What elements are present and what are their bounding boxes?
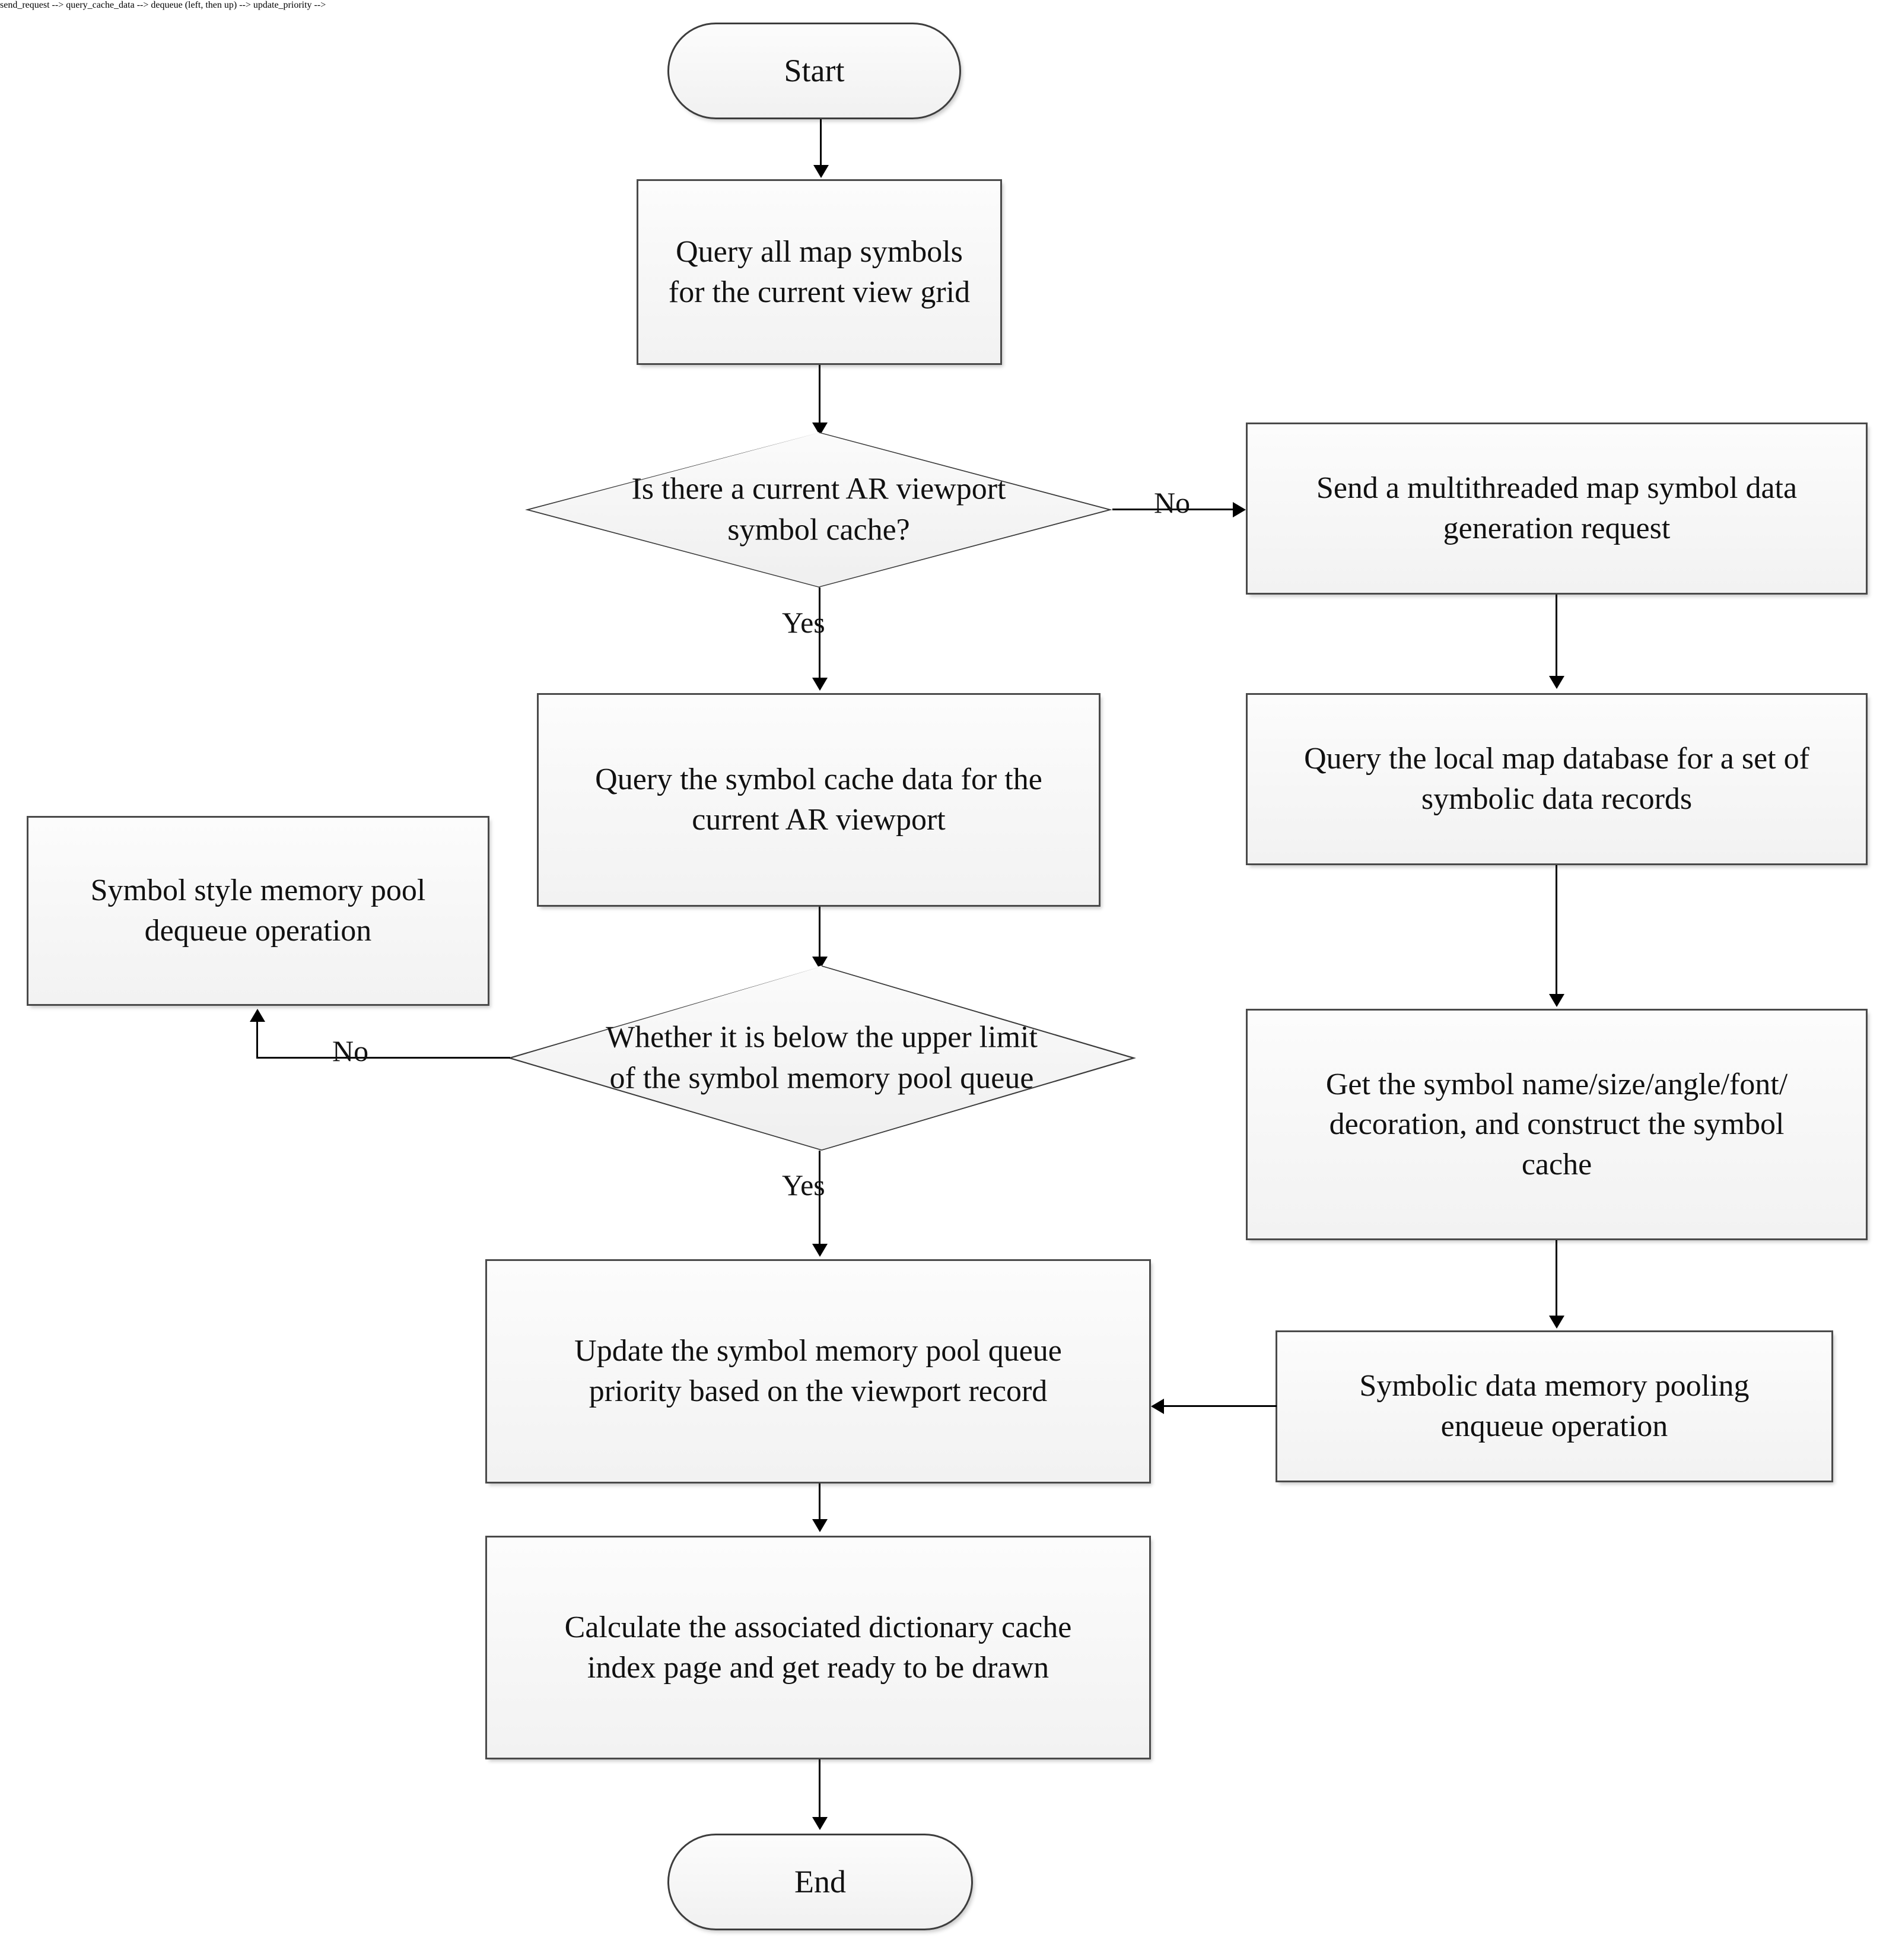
edge-decision-limit-no-horizontal — [256, 1057, 510, 1059]
arrowhead-get-symbol-attrs — [1549, 994, 1564, 1007]
edge-start-to-query — [820, 119, 822, 167]
node-query-local-map-database-line1: Query the local map database for a set o… — [1304, 742, 1809, 776]
node-get-symbol-attributes[interactable]: Get the symbol name/size/angle/font/ dec… — [1246, 1009, 1868, 1240]
node-send-multithreaded-request-line2: generation request — [1443, 512, 1671, 545]
node-query-all-map-symbols-line2: for the current view grid — [668, 275, 971, 309]
edge-decision-limit-no-vertical — [256, 1022, 258, 1059]
node-get-symbol-attributes-line3: cache — [1521, 1147, 1592, 1181]
node-query-local-map-database-line2: symbolic data records — [1421, 782, 1693, 816]
arrowhead-end — [812, 1817, 828, 1830]
arrowhead-send-request — [1233, 502, 1246, 517]
node-update-queue-priority-line2: priority based on the viewport record — [589, 1374, 1048, 1408]
node-query-local-map-database[interactable]: Query the local map database for a set o… — [1246, 693, 1868, 865]
node-update-queue-priority-line1: Update the symbol memory pool queue — [574, 1334, 1062, 1368]
node-symbol-style-dequeue-line1: Symbol style memory pool — [90, 873, 426, 908]
edge-decision-cache-yes — [819, 587, 820, 679]
node-get-symbol-attributes-line1: Get the symbol name/size/angle/font/ — [1325, 1067, 1788, 1101]
node-symbol-style-dequeue[interactable]: Symbol style memory pool dequeue operati… — [27, 816, 489, 1006]
arrowhead-query-symbols — [813, 165, 829, 178]
edge-label-cache-yes: Yes — [782, 606, 825, 639]
node-query-symbol-cache-data-line2: current AR viewport — [692, 803, 946, 837]
node-calculate-dictionary-cache-index[interactable]: Calculate the associated dictionary cach… — [485, 1536, 1151, 1759]
edge-local-db-to-symbol-attrs — [1556, 865, 1557, 996]
arrowhead-update-priority — [812, 1244, 828, 1257]
node-decision-memory-pool-limit[interactable]: Whether it is below the upper limit of t… — [507, 965, 1136, 1151]
arrowhead-decision-cache — [812, 423, 828, 436]
node-end[interactable]: End — [667, 1834, 973, 1930]
decision-cache-shape — [525, 432, 1112, 587]
edge-update-to-calculate — [819, 1483, 820, 1520]
arrowhead-enqueue — [1549, 1316, 1564, 1329]
node-symbol-style-dequeue-line2: dequeue operation — [144, 914, 372, 948]
arrowhead-dequeue — [250, 1009, 265, 1022]
edge-symbol-attrs-to-enqueue — [1556, 1240, 1557, 1317]
node-decision-ar-viewport-cache[interactable]: Is there a current AR viewport symbol ca… — [525, 432, 1112, 587]
node-get-symbol-attributes-line2: decoration, and construct the symbol — [1329, 1107, 1785, 1142]
edge-label-limit-no: No — [332, 1034, 369, 1068]
edge-enqueue-to-update — [1164, 1405, 1277, 1407]
node-end-label: End — [794, 1864, 846, 1900]
arrowhead-query-local-db — [1549, 676, 1564, 689]
node-calculate-dictionary-cache-index-line1: Calculate the associated dictionary cach… — [564, 1610, 1072, 1644]
node-query-symbol-cache-data[interactable]: Query the symbol cache data for the curr… — [537, 693, 1101, 907]
node-symbolic-data-enqueue-line2: enqueue operation — [1440, 1409, 1668, 1443]
decision-limit-shape — [507, 965, 1136, 1151]
node-symbolic-data-enqueue[interactable]: Symbolic data memory pooling enqueue ope… — [1276, 1330, 1833, 1482]
edge-decision-cache-no — [1112, 509, 1234, 510]
node-start[interactable]: Start — [667, 23, 961, 119]
node-start-label: Start — [784, 53, 845, 89]
node-calculate-dictionary-cache-index-line2: index page and get ready to be drawn — [587, 1650, 1049, 1685]
edge-label-limit-yes: Yes — [782, 1168, 825, 1202]
arrowhead-update-priority-from-enqueue — [1151, 1399, 1164, 1414]
edge-decision-limit-yes — [819, 1151, 820, 1246]
node-send-multithreaded-request-line1: Send a multithreaded map symbol data — [1316, 471, 1798, 506]
edge-send-to-local-db — [1556, 595, 1557, 678]
edge-cache-data-to-decision-limit — [819, 907, 820, 966]
node-update-queue-priority[interactable]: Update the symbol memory pool queue prio… — [485, 1259, 1151, 1483]
node-symbolic-data-enqueue-line1: Symbolic data memory pooling — [1359, 1369, 1750, 1403]
node-query-symbol-cache-data-line1: Query the symbol cache data for the — [595, 763, 1042, 797]
edge-query-to-decision-cache — [819, 365, 820, 424]
edge-calculate-to-end — [819, 1759, 820, 1819]
edge-label-cache-no: No — [1154, 486, 1191, 519]
node-send-multithreaded-request[interactable]: Send a multithreaded map symbol data gen… — [1246, 423, 1868, 595]
arrowhead-query-cache-data — [812, 678, 828, 691]
arrowhead-calculate-index — [812, 1519, 828, 1532]
node-query-all-map-symbols-line1: Query all map symbols — [676, 234, 963, 269]
node-query-all-map-symbols[interactable]: Query all map symbols for the current vi… — [637, 179, 1002, 365]
